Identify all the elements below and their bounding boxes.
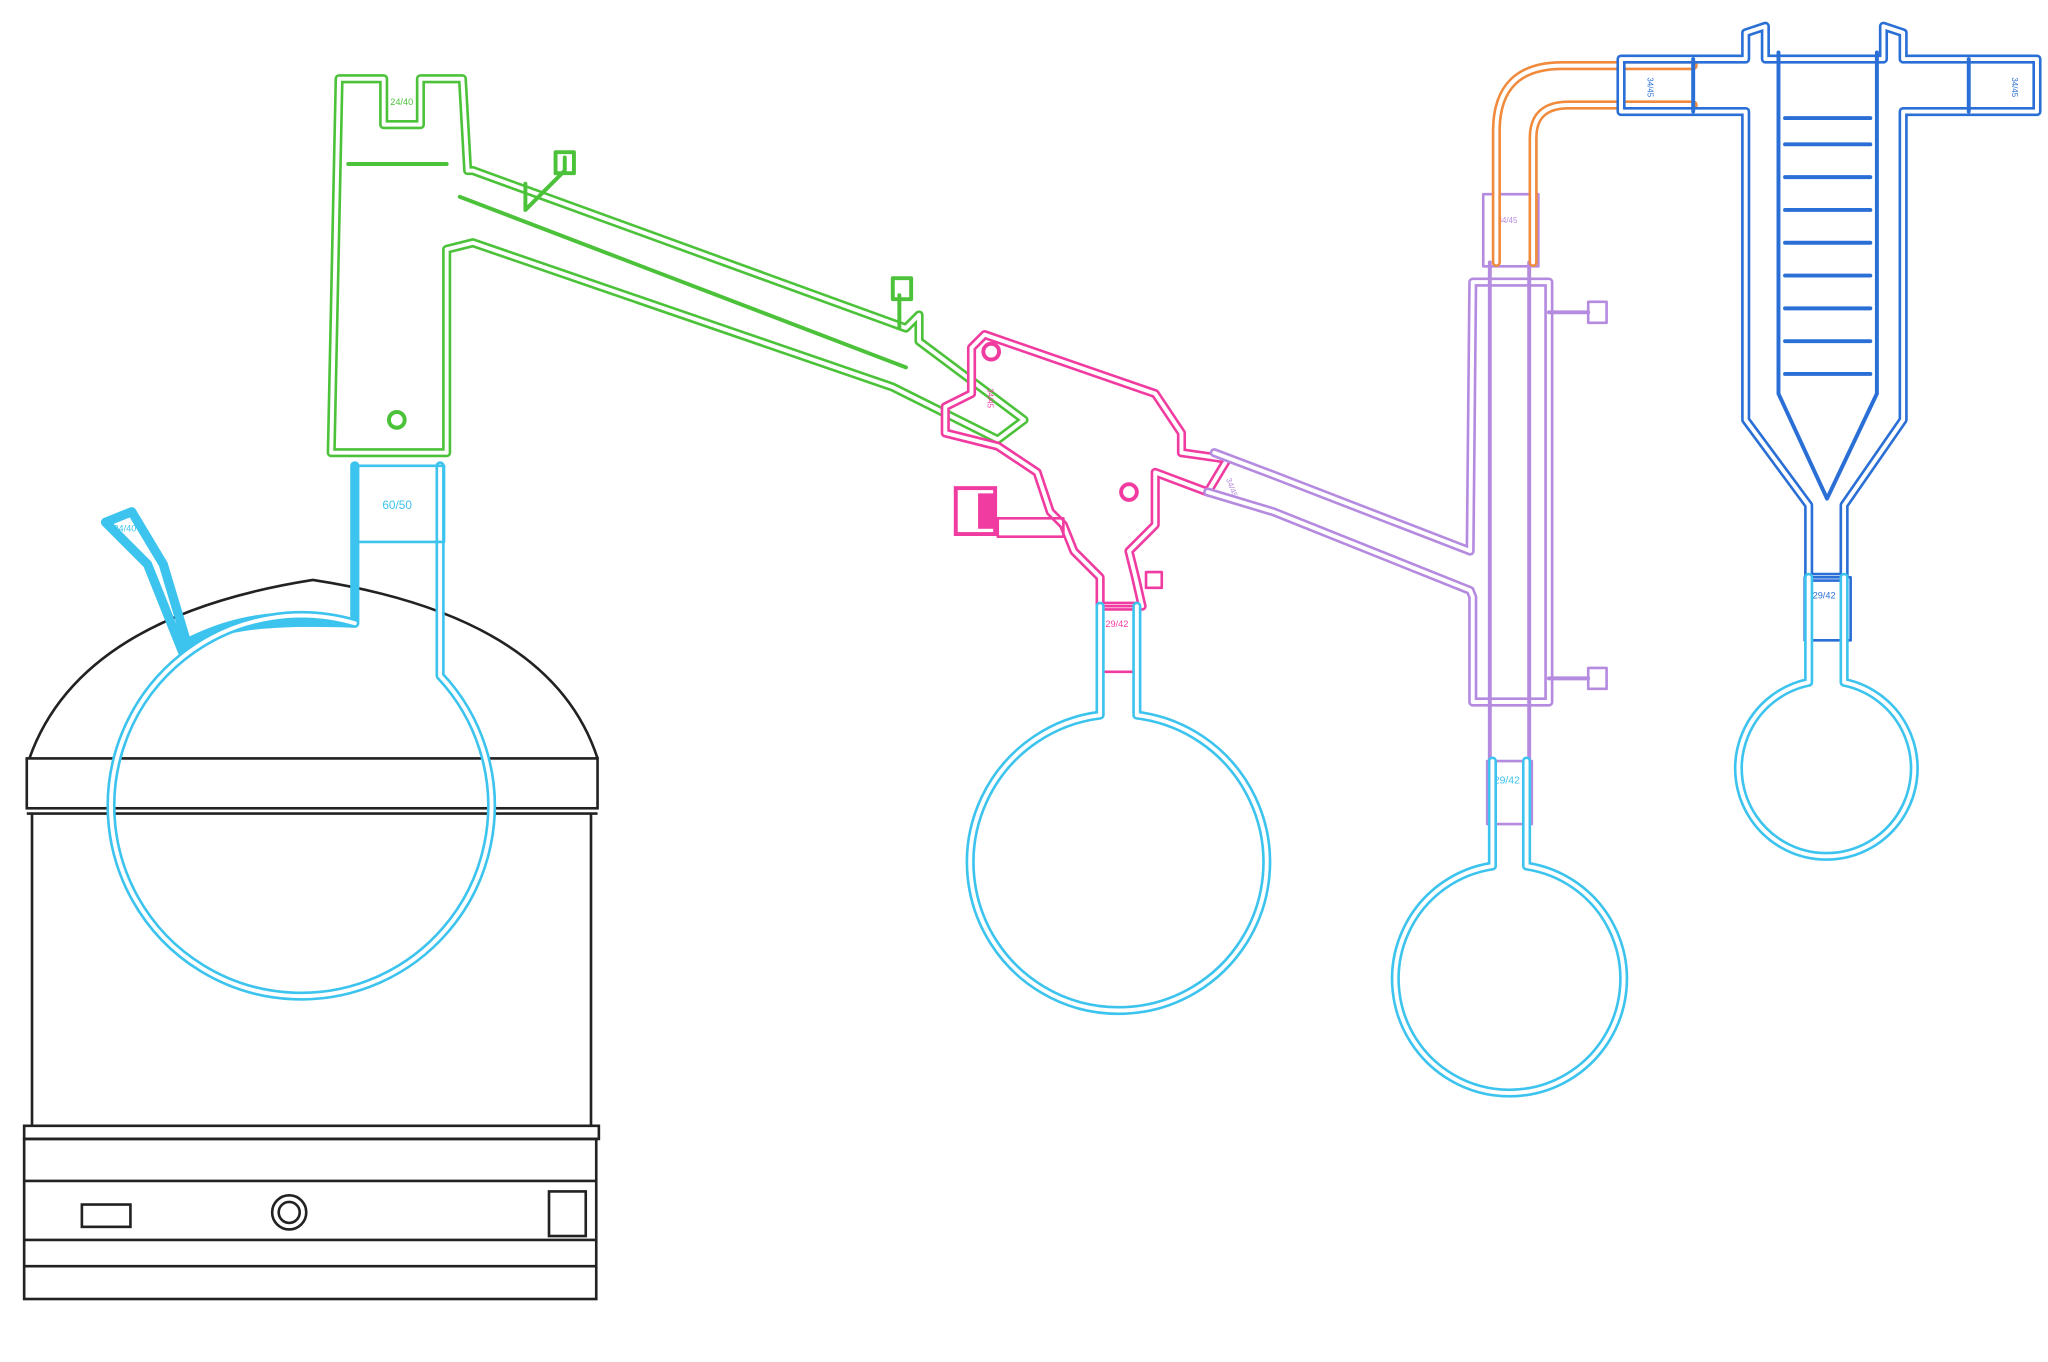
receiver-flask-3 — [1733, 572, 1919, 861]
boiling-flask-neck-label: 60/50 — [382, 498, 412, 512]
receiver-2-joint-label: 29/42 — [1494, 775, 1520, 786]
vacuum-adapter: 34/45 29/42 — [940, 330, 1232, 674]
adapter-inlet-joint-label: 34/45 — [985, 388, 994, 408]
receiver-3-joint-label: 29/42 — [1813, 590, 1836, 600]
receiver-flask-1 — [965, 601, 1272, 1016]
mantle-knob[interactable] — [270, 1194, 308, 1231]
boiling-flask-side-neck-label: 24/40 — [113, 523, 136, 533]
distillation-head: 24/40 — [326, 74, 1029, 458]
stopcock[interactable] — [953, 486, 1065, 538]
head-top-joint-label: 24/40 — [390, 97, 413, 107]
heating-mantle — [22, 578, 601, 1301]
mantle-display — [80, 1203, 132, 1229]
receiver-flask-2 — [1390, 756, 1629, 1098]
boiling-flask: 60/50 24/40 — [100, 461, 497, 1001]
receiver-1-joint-label: 29/42 — [1105, 619, 1128, 629]
trap-right-joint-label: 34/45 — [2010, 77, 2019, 97]
bend-joint-label: 34/45 — [1498, 216, 1518, 225]
condenser: 34/45 34/45 29/42 — [1203, 192, 1608, 826]
cold-trap: 34/45 34/45 29/42 — [1616, 21, 2042, 642]
trap-left-joint-label: 34/45 — [1645, 77, 1654, 97]
mantle-switch[interactable] — [547, 1190, 588, 1238]
bend-adapter — [1491, 61, 1698, 268]
